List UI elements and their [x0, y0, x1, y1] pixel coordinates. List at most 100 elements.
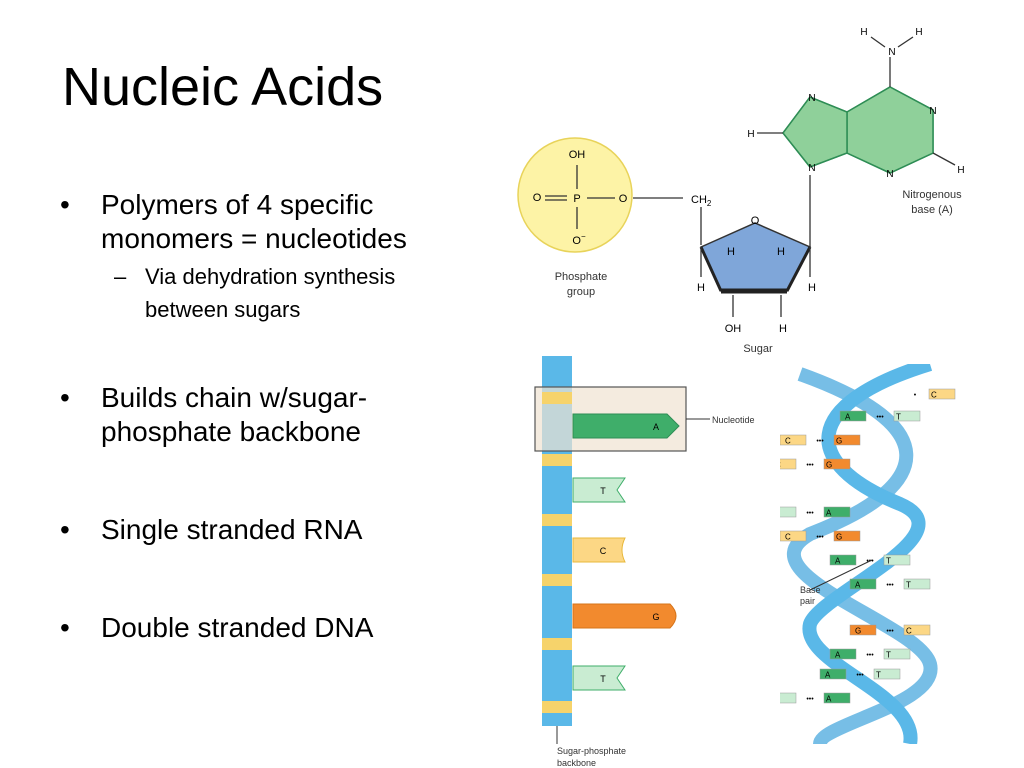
phosphate-label: Phosphate [555, 271, 608, 283]
phosphate-o-left: O [533, 192, 542, 204]
base-label: Nitrogenous [902, 189, 962, 201]
helix-base [823, 692, 851, 704]
bullet-item: • Polymers of 4 specific monomers = nucl… [60, 188, 500, 256]
phosphate-label-2: group [567, 286, 595, 298]
helix-base [883, 648, 911, 660]
helix-base [833, 530, 861, 542]
helix-base-label: T [886, 651, 891, 660]
bullet-marker: • [60, 514, 70, 545]
bullet-marker: • [60, 612, 70, 643]
helix-pair-dots: ••• [806, 696, 814, 703]
amine-n: N [888, 47, 895, 58]
helix-base [823, 506, 851, 518]
bullet-text: Double stranded DNA [101, 612, 374, 643]
helix-pair-dots: ••• [886, 628, 894, 635]
bullet-line: Builds chain w/sugar- [101, 382, 368, 413]
sugar-oh: OH [725, 323, 742, 335]
base-label-T: T [600, 674, 606, 684]
base-C [572, 537, 626, 563]
helix-base-label: A [826, 509, 832, 518]
bullet-text: Builds chain w/sugar- phosphate backbone [101, 381, 500, 449]
base-pair-label-2: pair [800, 596, 815, 606]
helix-pair-dots: ••• [816, 534, 824, 541]
sugar-h: H [779, 323, 787, 335]
helix-base-label: T [886, 557, 891, 566]
amine-h: H [915, 27, 922, 38]
helix-base [829, 648, 857, 660]
sub-bullet-text: Via dehydration synthesis between sugars [145, 260, 500, 326]
helix-pair-dots: ••• [866, 652, 874, 659]
slide-title: Nucleic Acids [62, 57, 384, 117]
base-n: N [808, 93, 815, 104]
phosphate-circle [517, 137, 633, 253]
bullet-item: • Double stranded DNA [60, 611, 500, 645]
base-T [572, 477, 626, 503]
helix-base-label: C [785, 437, 791, 446]
bullet-line: phosphate backbone [101, 416, 361, 447]
base-label-2: base (A) [911, 204, 953, 216]
helix-pair-dots: ••• [816, 438, 824, 445]
single-strand-diagram: A Nucleotide T C G T Sugar-phosphate bac… [534, 356, 755, 768]
helix-base-label: G [826, 461, 832, 470]
helix-base [883, 554, 911, 566]
helix-base [903, 578, 931, 590]
helix-base-label: C [931, 391, 937, 400]
phosphate-o-minus: O− [572, 232, 586, 247]
helix-base [780, 458, 797, 470]
sub-bullet-item: – Via dehydration synthesis between suga… [114, 260, 500, 326]
bullet-marker: • [60, 189, 70, 220]
helix-pair-dots: ••• [806, 510, 814, 517]
backbone-label: Sugar-phosphate [557, 746, 626, 756]
helix-base-label: A [845, 413, 851, 422]
base-pair-label: Base [800, 585, 821, 595]
helix-base [833, 434, 861, 446]
base-label-T: T [600, 486, 606, 496]
base-h: H [747, 129, 754, 140]
helix-base [839, 410, 867, 422]
helix-base-label: G [836, 533, 842, 542]
bullet-item: • Single stranded RNA [60, 513, 500, 547]
helix-base [780, 530, 807, 542]
helix-base-label: A [835, 557, 841, 566]
base-G [572, 603, 677, 629]
helix-base [849, 624, 877, 636]
sub-bullet-line: between sugars [145, 297, 301, 322]
helix-base [928, 388, 956, 400]
helix-base [873, 668, 901, 680]
nucleotide-structure-diagram: OH O P O O− Phosphate group CH2 O H H H … [517, 27, 965, 355]
helix-base-label: A [825, 671, 831, 680]
helix-base [829, 554, 857, 566]
helix-pair-dots: ••• [886, 582, 894, 589]
base-h: H [957, 165, 964, 176]
helix-pair-dots: ••• [806, 462, 814, 469]
phosphate-p: P [573, 193, 580, 205]
base-label-G: G [652, 612, 659, 622]
bullet-text: Polymers of 4 specific monomers = nucleo… [101, 188, 500, 256]
helix-base-label: C [780, 461, 781, 470]
double-helix-diagram: •CA•••TC•••GC•••GT•••AC•••GA•••TA•••TG••… [780, 364, 956, 744]
sub-bullet-marker: – [114, 264, 127, 289]
phosphate-o-right: O [619, 193, 628, 205]
sugar-h: H [697, 282, 705, 294]
base-label-A: A [653, 422, 659, 432]
base-n: N [808, 163, 815, 174]
helix-base-label: G [855, 627, 861, 636]
helix-pair-dots: ••• [856, 672, 864, 679]
bullet-marker: • [60, 382, 70, 413]
bullet-line: Polymers of 4 specific [101, 189, 374, 220]
helix-pair-dots: ••• [866, 558, 874, 565]
helix-base-label: T [906, 581, 911, 590]
helix-base [823, 458, 851, 470]
base-n: N [929, 106, 936, 117]
helix-base-pairs: •CA•••TC•••GC•••GT•••AC•••GA•••TA•••TG••… [780, 388, 956, 704]
helix-base-label: C [906, 627, 912, 636]
base-T [572, 665, 626, 691]
helix-base [780, 506, 797, 518]
helix-base [780, 434, 807, 446]
helix-base-label: C [785, 533, 791, 542]
nucleotide-label: Nucleotide [712, 415, 755, 425]
bullet-text: Single stranded RNA [101, 514, 363, 545]
bullet-list: • Polymers of 4 specific monomers = nucl… [60, 188, 500, 645]
bullet-item: • Builds chain w/sugar- phosphate backbo… [60, 381, 500, 449]
phosphate-oh: OH [569, 149, 586, 161]
